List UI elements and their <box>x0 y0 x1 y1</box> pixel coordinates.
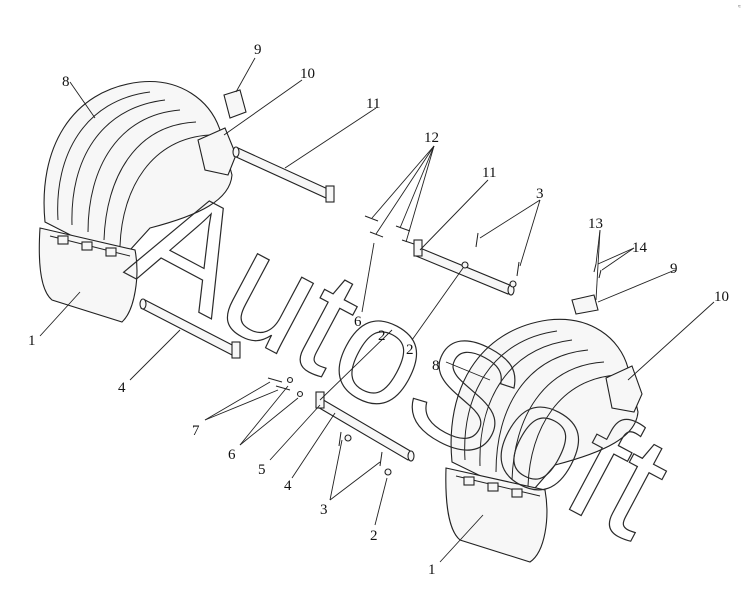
callout-6-lower: 6 <box>228 447 236 463</box>
left-fender-shell <box>43 80 233 251</box>
callout-1-right: 1 <box>428 562 436 578</box>
callout-3-upper: 3 <box>536 186 544 202</box>
callout-6-upper: 6 <box>354 314 362 330</box>
bracket-9-left <box>223 89 247 119</box>
nuts-2 <box>344 261 517 476</box>
leader-lines <box>39 57 715 563</box>
bracket-9-right <box>571 294 599 315</box>
callout-2-lower: 2 <box>370 528 378 544</box>
callout-8-right: 8 <box>432 358 440 374</box>
bolts-7 <box>267 376 304 398</box>
callouts: 1 8 9 10 11 12 11 3 6 2 2 8 4 7 6 5 4 3 … <box>28 4 741 578</box>
callout-11-middle: 11 <box>482 165 496 181</box>
callout-14: 14 <box>632 240 648 256</box>
callout-3-lower: 3 <box>320 502 328 518</box>
tube-11-middle <box>413 239 515 296</box>
left-fender-assembly <box>38 80 237 323</box>
tube-4-left <box>139 298 241 359</box>
callout-9-left: 9 <box>254 42 262 58</box>
studs-14 <box>593 263 602 279</box>
callout-4-left: 4 <box>118 380 126 396</box>
right-fender-assembly <box>445 318 643 563</box>
bolts-3 <box>338 232 520 467</box>
callout-8-left: 8 <box>62 74 70 90</box>
callout-2-right: 2 <box>406 342 414 358</box>
callout-13: 13 <box>588 216 603 232</box>
callout-9-right: 9 <box>670 261 678 277</box>
callout-2-middle: 2 <box>378 328 386 344</box>
callout-5: 5 <box>258 462 266 478</box>
right-fender-bracket <box>605 365 643 413</box>
callout-12: 12 <box>424 130 439 146</box>
tube-11-upper <box>232 146 335 203</box>
callout-1-left: 1 <box>28 333 36 349</box>
callout-10-right: 10 <box>714 289 729 305</box>
corner-mark: ≈ <box>738 4 741 10</box>
callout-10-left: 10 <box>300 66 315 82</box>
callout-7: 7 <box>192 423 200 439</box>
callout-4-lower: 4 <box>284 478 292 494</box>
bolts-12 <box>364 215 415 245</box>
callout-11-upper: 11 <box>366 96 380 112</box>
left-fender-bracket <box>197 127 237 176</box>
